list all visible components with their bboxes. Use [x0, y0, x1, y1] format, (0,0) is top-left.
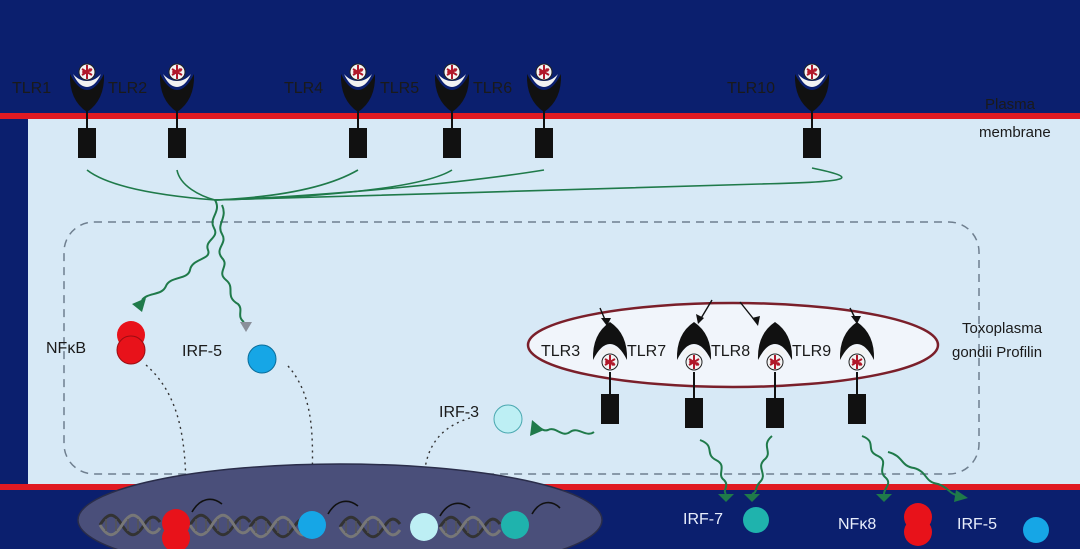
label-irf3: IRF-3 [439, 404, 479, 421]
tlr4-receptor-icon [339, 63, 377, 158]
label-irf5-out: IRF-5 [957, 516, 997, 533]
label-irf7: IRF-7 [683, 511, 723, 528]
label-tlr10: TLR10 [727, 80, 775, 97]
tlr9-receptor-icon [838, 321, 876, 424]
endosome [526, 301, 940, 389]
tlr2-receptor-icon [158, 63, 196, 158]
label-tlr8: TLR8 [711, 343, 750, 360]
tlr1-receptor-icon [68, 63, 106, 158]
label-tlr9: TLR9 [792, 343, 831, 360]
label-tlr3: TLR3 [541, 343, 580, 360]
label-tlr4: TLR4 [284, 80, 323, 97]
tlr8-receptor-icon [756, 321, 794, 428]
irf5-molecule [247, 344, 277, 374]
profilin-label-line2: gondii Profilin [952, 344, 1042, 361]
endosomal-receptors [591, 321, 876, 428]
translocation-arrows [145, 364, 471, 497]
signal-convergence-lines [86, 167, 843, 201]
label-tlr6: TLR6 [473, 80, 512, 97]
signal-arrowheads [132, 298, 968, 502]
nfkb-out-dimer [904, 503, 932, 546]
label-tlr1: TLR1 [12, 80, 51, 97]
irf5-out-molecule [1023, 517, 1049, 543]
tlr3-receptor-icon [591, 321, 629, 424]
irf7-molecule [743, 507, 769, 533]
cytoplasm [28, 118, 1080, 488]
membrane-label-line1: Plasma [985, 96, 1036, 113]
ligand-entry-arrowheads [601, 314, 861, 326]
wavy-signal-arrows [141, 199, 961, 497]
transcription-arrows [191, 498, 561, 517]
irf3-molecule [493, 404, 523, 434]
tlr10-receptor-icon [793, 63, 831, 158]
nuclear-factors [162, 509, 529, 549]
surface-receptors [68, 63, 831, 158]
label-tlr7: TLR7 [627, 343, 666, 360]
tlr7-receptor-icon [675, 321, 713, 428]
label-irf5: IRF-5 [182, 343, 222, 360]
profilin-label-line1: Toxoplasma [962, 320, 1043, 337]
tlr5-receptor-icon [433, 63, 471, 158]
membrane-label-line2: membrane [979, 124, 1051, 141]
label-nfkb-out: NFκ8 [838, 516, 876, 533]
label-tlr5: TLR5 [380, 80, 419, 97]
dashed-compartment [63, 221, 980, 475]
tlr6-receptor-icon [525, 63, 563, 158]
label-tlr2: TLR2 [108, 80, 147, 97]
plasma-membrane-top [0, 113, 1080, 119]
label-nfkb: NFκB [46, 340, 86, 357]
nfkb-dimer [116, 321, 146, 365]
